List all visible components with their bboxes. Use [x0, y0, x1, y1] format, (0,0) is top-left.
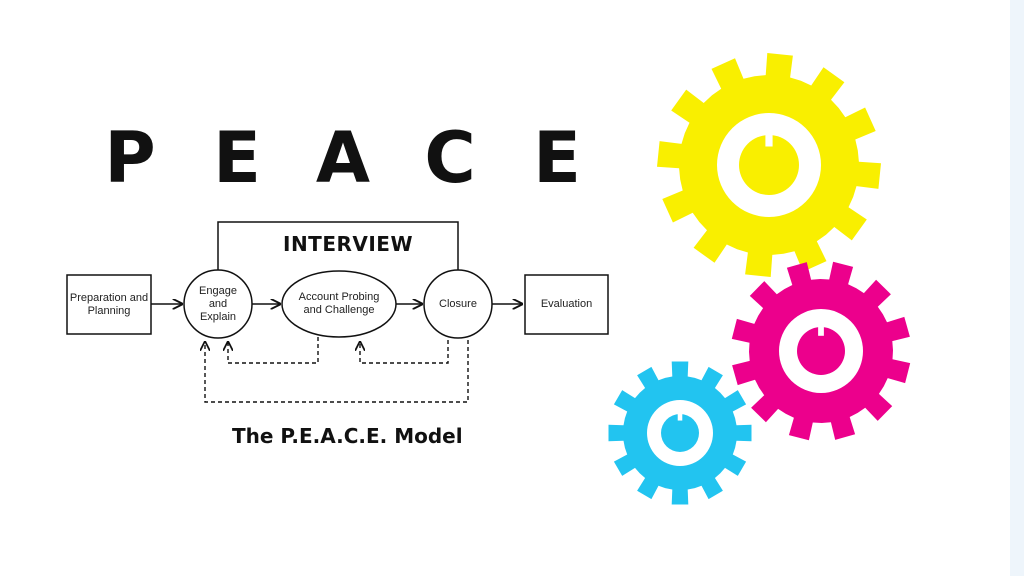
acronym-letter-e: E: [213, 117, 261, 199]
acronym-letter-a: A: [315, 117, 371, 199]
feedback-closure-to-account: [360, 340, 449, 364]
magenta-gear-icon: [731, 261, 911, 441]
feedback-closure-to-engage: [205, 340, 469, 403]
yellow-gear-icon: [657, 53, 881, 277]
yellow-gear-icon-notch: [765, 133, 773, 147]
interview-bracket: [217, 221, 459, 272]
acronym-letter-p: P: [104, 117, 156, 199]
evaluation-box: [524, 274, 609, 335]
feedback-account-to-engage: [228, 337, 319, 364]
stage-label-preparation: Preparation and Planning: [69, 291, 149, 317]
magenta-gear-icon-notch: [818, 325, 824, 336]
cyan-gear-icon-notch: [677, 412, 683, 421]
stage-label-account: Account Probing and Challenge: [298, 291, 380, 316]
diagram-caption: The P.E.A.C.E. Model: [232, 424, 463, 448]
magenta-gear-icon-hub: [797, 327, 845, 375]
cyan-gear-icon: [608, 361, 752, 505]
interview-label: INTERVIEW: [283, 232, 414, 256]
right-edge-strip: [1010, 0, 1024, 576]
gears-illustration: [608, 53, 911, 505]
stage-label-engage: Engage and Explain: [199, 284, 237, 323]
acronym-letter-e2: E: [533, 117, 581, 199]
acronym-letter-c: C: [424, 117, 476, 199]
stage-label-evaluation: Evaluation: [540, 297, 593, 310]
stage-label-closure: Closure: [439, 297, 477, 310]
cyan-gear-icon-hub: [661, 414, 699, 452]
preparation-box: [66, 274, 152, 335]
yellow-gear-icon-hub: [739, 135, 799, 195]
